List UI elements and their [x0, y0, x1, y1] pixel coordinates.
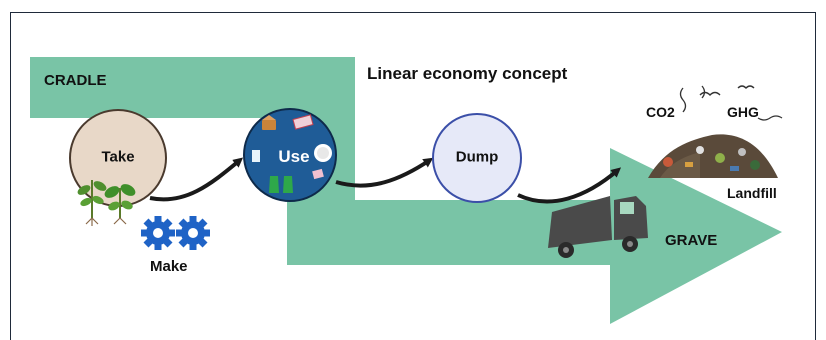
- gears-icon: [141, 216, 210, 250]
- cradle-label: CRADLE: [44, 72, 107, 89]
- use-circle: [243, 108, 337, 202]
- arrow-take-to-use: [149, 157, 244, 202]
- co2-label: CO2: [646, 104, 675, 120]
- diagram-title: Linear economy concept: [367, 64, 568, 83]
- ghg-label: GHG: [727, 104, 759, 120]
- landfill-label: Landfill: [727, 185, 777, 201]
- garbage-truck-icon: [548, 196, 648, 258]
- make-label: Make: [150, 258, 188, 275]
- arrow-use-to-dump: [335, 157, 434, 188]
- diagram-frame: [10, 12, 816, 340]
- seedling-icon: [77, 180, 136, 226]
- landfill-icon: [648, 134, 778, 178]
- cradle-to-grave-band: [30, 57, 782, 324]
- birds-icon: [699, 85, 755, 96]
- grave-label: GRAVE: [665, 232, 718, 249]
- dump-label: Dump: [455, 148, 499, 166]
- take-label: Take: [101, 148, 135, 166]
- dump-circle: [432, 113, 522, 203]
- arrow-dump-to-landfill: [517, 167, 622, 204]
- use-label: Use: [278, 147, 310, 166]
- products-icon: [252, 114, 332, 193]
